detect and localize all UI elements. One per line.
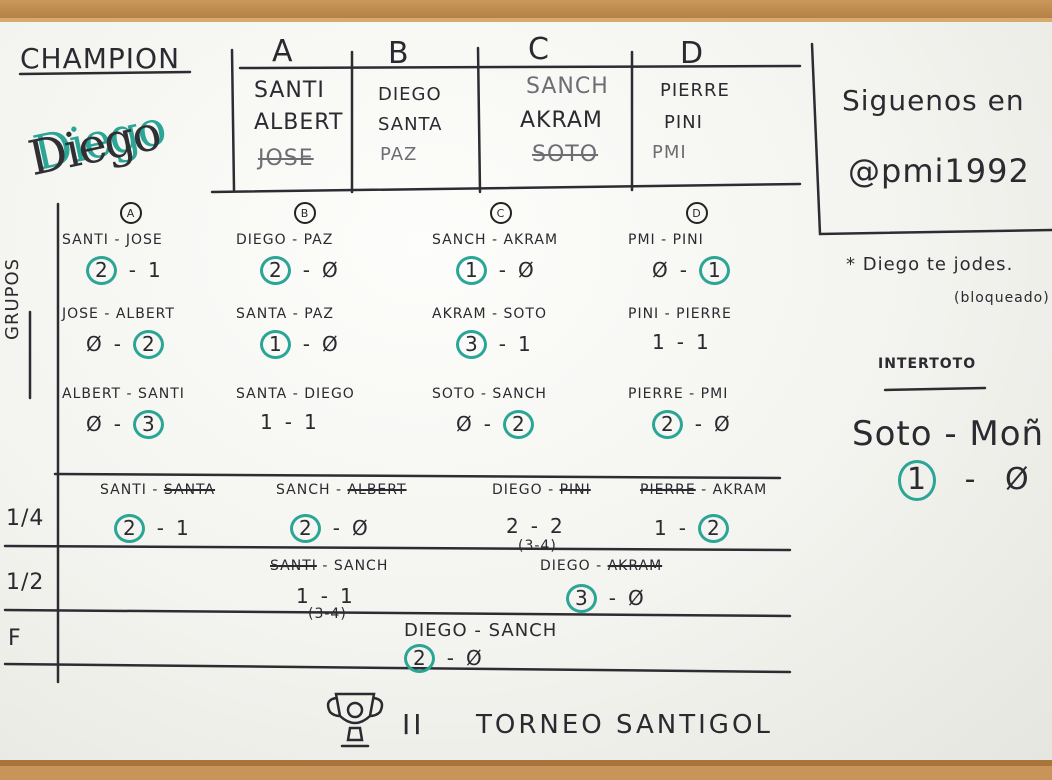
champion-label: CHAMPION [20,42,181,75]
semis-label: 1/2 [6,570,45,595]
group-match-teams: SANCH - AKRAM [432,232,559,248]
champion-underline [18,70,192,76]
group-match-teams: SANTA - DIEGO [236,386,355,402]
table-header-line [238,64,802,70]
groups-divider [53,472,782,480]
intertoto-score: 1 - Ø [898,460,1030,501]
follow-box [810,42,1052,236]
table-header-b: B [388,36,410,71]
quarter-match-teams: SANCH - ALBERT [276,482,407,498]
quarter-match-score: 1-2 [648,514,735,543]
table-b-3: PAZ [380,144,418,165]
group-mark-3: D [686,202,708,224]
table-col-divider-2 [476,46,482,194]
table-c-3: SOTO [532,142,599,167]
group-mark-0: A [120,202,142,224]
group-mark-2: C [490,202,512,224]
final-teams: DIEGO - SANCH [404,620,558,641]
table-header-a: A [272,34,294,69]
group-match-teams: SANTA - PAZ [236,306,334,322]
trophy-icon [326,692,384,748]
intertoto-score-a: 1 [898,460,937,501]
group-match-teams: DIEGO - PAZ [236,232,334,248]
intertoto-match: Soto - Moñ [852,414,1045,454]
final-divider [3,662,792,674]
table-d-3: PMI [652,142,687,163]
table-bottom-line [210,182,802,194]
group-match-score: 1-1 [652,330,709,354]
quarter-penalties: (3-4) [518,538,557,554]
table-d-2: PINI [664,112,703,133]
group-match-teams: SANTI - JOSE [62,232,163,248]
quarter-match-teams: DIEGO - PINI [492,482,591,498]
table-d-1: PIERRE [660,80,730,101]
group-match-score: 2-1 [80,256,167,285]
semi-penalties: (3-4) [308,606,347,622]
group-match-score: 2-Ø [646,410,736,439]
semis-divider [3,608,792,618]
quarters-label: 1/4 [6,506,45,531]
final-score: 2-Ø [398,644,488,673]
quarter-match-teams: PIERRE - AKRAM [640,482,768,498]
semi-match-teams: SANTI - SANCH [270,558,389,574]
table-header-d: D [680,36,705,71]
whiteboard: CHAMPION Diego Diego A B C D SANTI ALBER… [0,18,1052,766]
footer-title: TORNEO SANTIGOL [476,710,773,740]
group-match-score: 2-Ø [254,256,344,285]
intertoto-title: INTERTOTO [878,356,977,372]
semi-match-teams: DIEGO - AKRAM [540,558,663,574]
quarter-match-score: 2-2 [506,514,563,538]
quarter-match-teams: SANTI - SANTA [100,482,216,498]
table-c-1: SANCH [526,74,609,99]
final-label: F [8,626,22,651]
table-header-c: C [528,32,550,67]
group-match-teams: SOTO - SANCH [432,386,547,402]
table-b-1: DIEGO [378,84,442,105]
note-line-2: (bloqueado) [954,290,1050,306]
table-a-2: ALBERT [254,110,344,135]
footer-edition: II [402,708,425,741]
table-a-1: SANTI [254,78,325,103]
group-match-teams: PMI - PINI [628,232,704,248]
note-line-1: * Diego te jodes. [846,254,1014,275]
semi-match-score: 3-Ø [560,584,650,613]
quarter-match-score: 2-Ø [284,514,374,543]
group-match-score: 1-Ø [450,256,540,285]
group-match-score: 1-1 [260,410,317,434]
group-match-teams: PIERRE - PMI [628,386,729,402]
intertoto-underline [883,386,987,392]
group-match-score: Ø-2 [450,410,540,439]
group-mark-1: B [294,202,316,224]
table-c-2: AKRAM [520,108,603,133]
quarter-match-score: 2-1 [108,514,195,543]
table-left-border [230,48,236,192]
group-match-score: 3-1 [450,330,537,359]
follow-text: Siguenos en [842,84,1025,117]
board-lines [3,42,1052,684]
group-match-teams: PINI - PIERRE [628,306,732,322]
group-match-teams: JOSE - ALBERT [62,306,175,322]
quarters-divider [3,544,792,552]
group-match-score: 1-Ø [254,330,344,359]
table-a-3: JOSE [258,146,314,171]
semi-match-score: 1-1 [296,584,353,608]
group-match-score: Ø-1 [646,256,736,285]
group-match-teams: AKRAM - SOTO [432,306,548,322]
group-match-score: Ø-2 [80,330,170,359]
groups-label: GRUPOS [2,257,23,340]
group-match-score: Ø-3 [80,410,170,439]
follow-handle: @pmi1992 [848,152,1030,190]
intertoto-score-b: Ø [1005,462,1030,497]
group-match-teams: ALBERT - SANTI [62,386,185,402]
table-b-2: SANTA [378,114,443,135]
